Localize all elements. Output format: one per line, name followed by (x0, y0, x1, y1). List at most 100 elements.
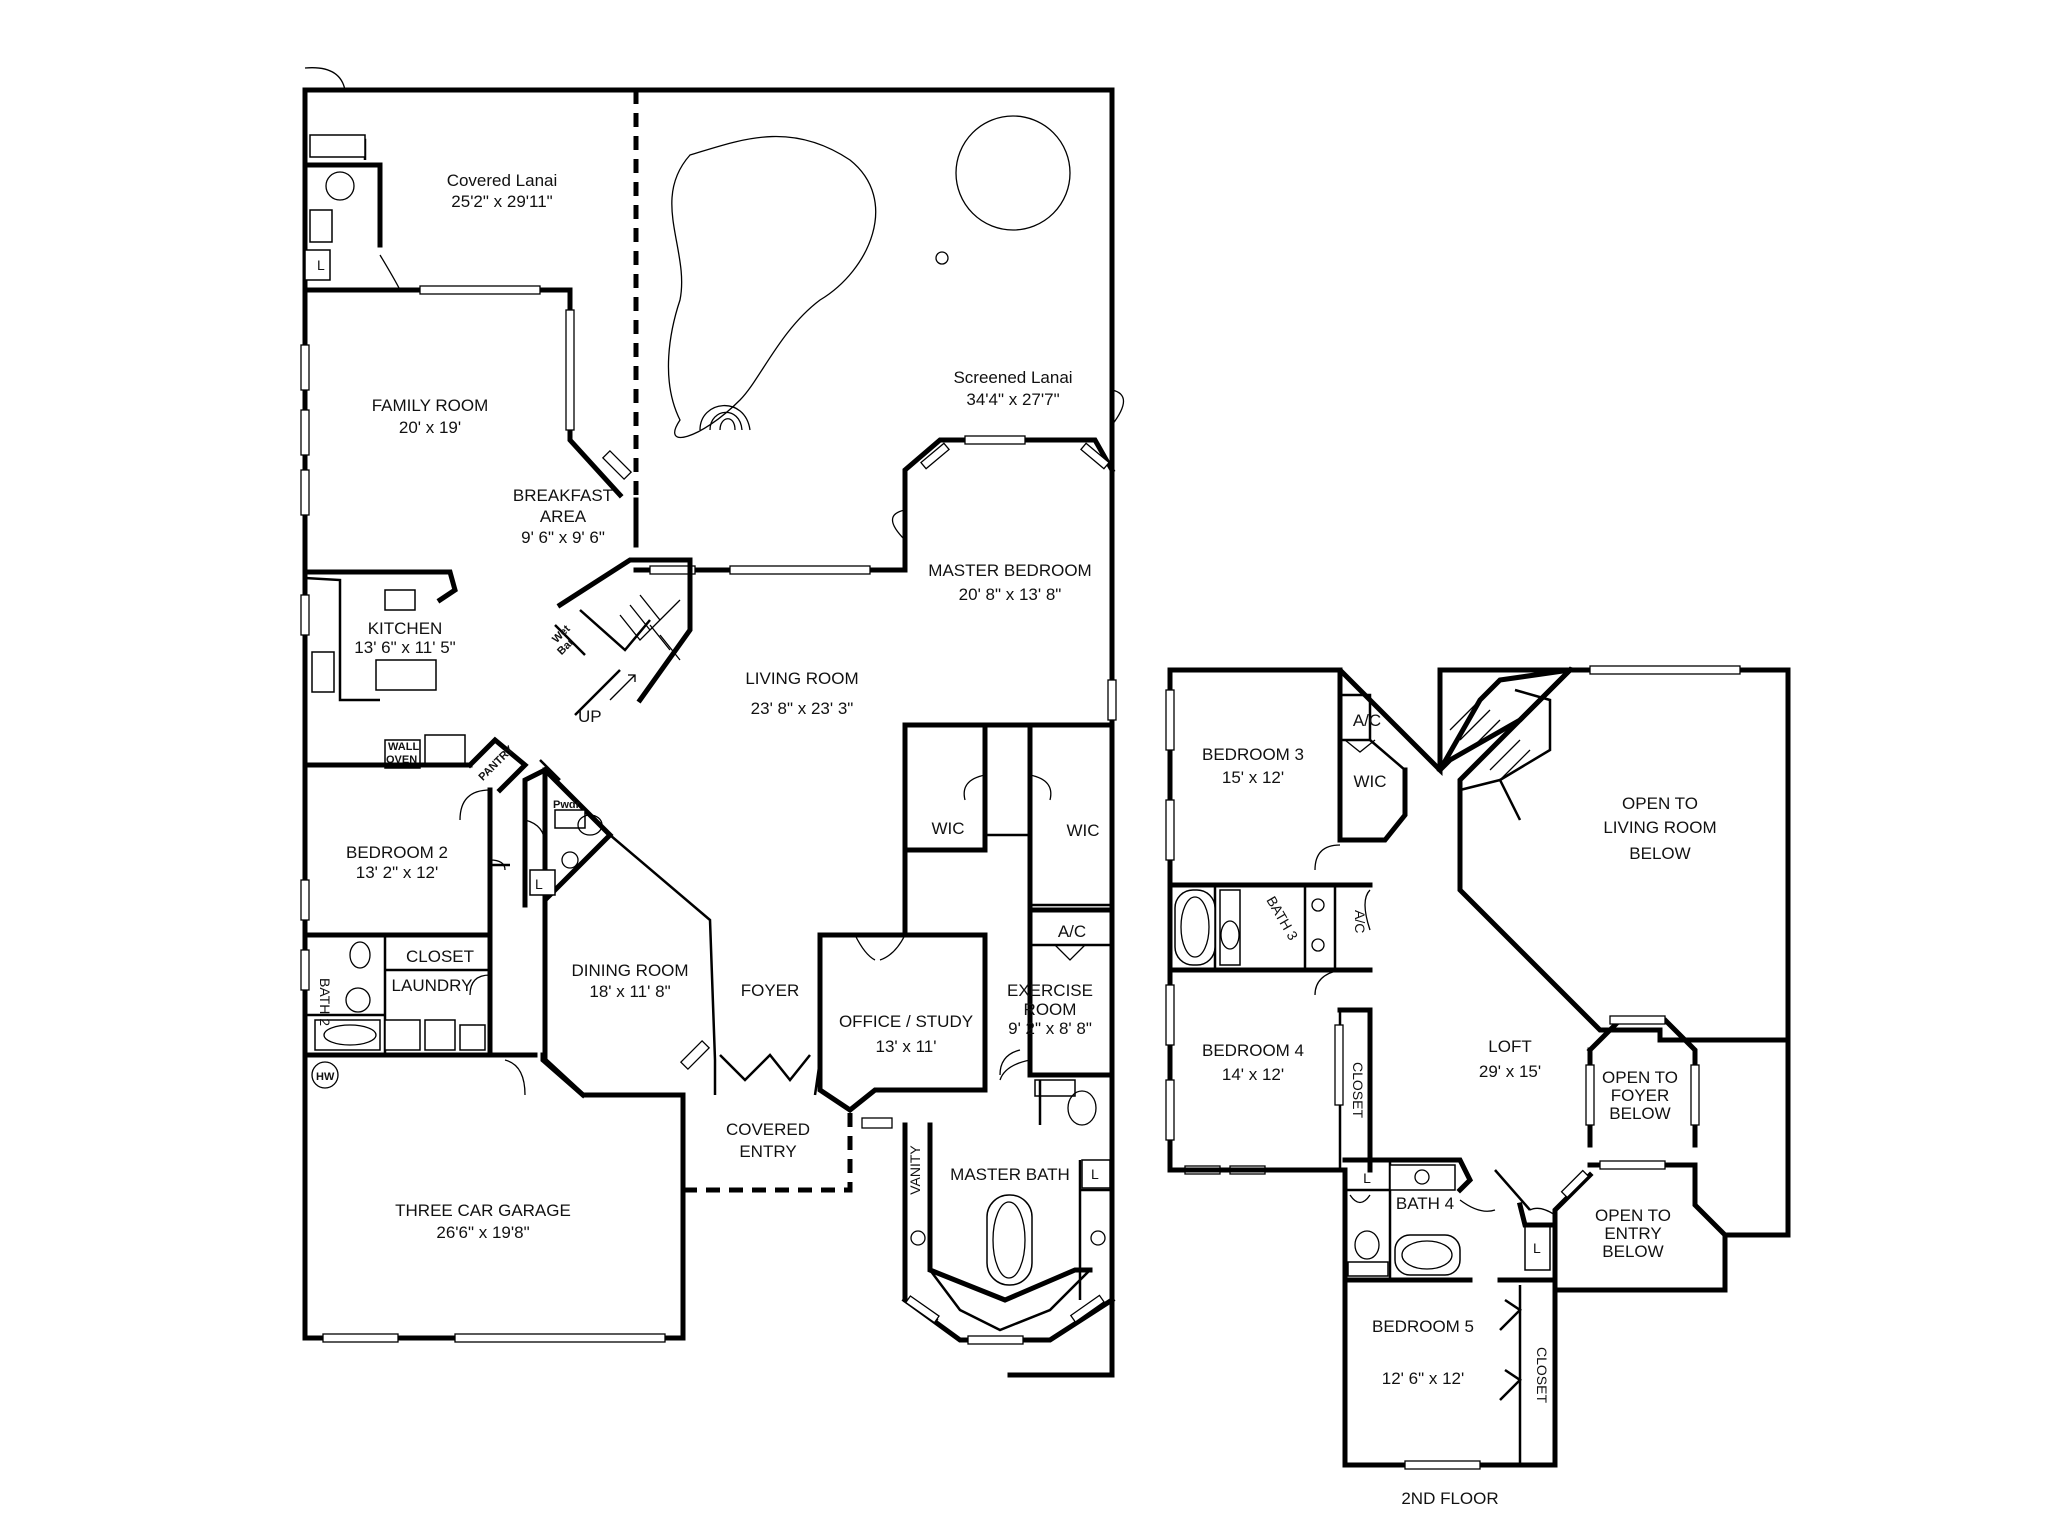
bedroom-4-window (1165, 1079, 1175, 1141)
wall-oven-line1: WALL (388, 741, 419, 753)
breakfast-area-name-2: AREA (540, 507, 587, 526)
master-bath-linen-label: L (1091, 1166, 1099, 1182)
water-heater-label: HW (316, 1071, 335, 1083)
loft-name: LOFT (1488, 1037, 1531, 1056)
loft-window (1589, 665, 1741, 675)
bath-2-label: BATH 2 (317, 978, 333, 1026)
entry-window (1599, 1160, 1666, 1170)
stair-up-label: UP (578, 707, 602, 726)
bedroom-3-wic-label: WIC (1353, 772, 1386, 791)
first-floor-plan: L L (300, 67, 1125, 1378)
garage-name: THREE CAR GARAGE (395, 1201, 571, 1220)
family-room-size: 20' x 19' (399, 418, 461, 437)
master-bedroom-window (964, 435, 1026, 445)
bedroom-2-name: BEDROOM 2 (346, 843, 448, 862)
covered-entry-line1: COVERED (726, 1120, 810, 1139)
bedroom-3-name: BEDROOM 3 (1202, 745, 1304, 764)
open-foyer-line3: BELOW (1609, 1104, 1670, 1123)
living-room-name: LIVING ROOM (745, 669, 858, 688)
upper-ac-label: A/C (1352, 910, 1368, 933)
exercise-room-line1: EXERCISE (1007, 981, 1093, 1000)
covered-lanai-size: 25'2" x 29'11" (451, 192, 552, 211)
exercise-room-line2: ROOM (1024, 1000, 1077, 1019)
dining-room-name: DINING ROOM (571, 961, 688, 980)
open-entry-line2: ENTRY (1604, 1224, 1661, 1243)
vanity-label: VANITY (907, 1145, 923, 1195)
upper-linen-label: L (1533, 1240, 1541, 1256)
powder-linen-label: L (535, 876, 543, 892)
entry-window (1560, 1169, 1590, 1199)
bath-2-window (300, 949, 310, 991)
open-living-line1: OPEN TO (1622, 794, 1698, 813)
living-room-window (729, 565, 871, 575)
bedroom-3-window (1165, 799, 1175, 861)
dining-window (679, 1039, 711, 1071)
master-bedroom-window (1080, 442, 1110, 470)
bedroom-4-size: 14' x 12' (1222, 1065, 1284, 1084)
bath-4-label: BATH 4 (1396, 1194, 1454, 1213)
open-foyer-line2: FOYER (1611, 1086, 1670, 1105)
ac-label: A/C (1058, 922, 1086, 941)
master-bath-window (967, 1335, 1024, 1345)
powder-label: Pwdr (553, 799, 581, 811)
office-window (861, 1117, 893, 1129)
foyer-label: FOYER (741, 981, 800, 1000)
covered-lanai-name: Covered Lanai (447, 171, 558, 190)
second-floor-title: 2ND FLOOR (1401, 1489, 1498, 1508)
kitchen-size: 13' 6" x 11' 5" (354, 638, 455, 657)
master-tub (986, 1194, 1033, 1286)
kitchen-island (375, 659, 437, 691)
pool (667, 115, 1071, 439)
bedroom-3-size: 15' x 12' (1222, 768, 1284, 787)
screened-lanai-size: 34'4" x 27'7" (966, 390, 1059, 409)
covered-entry-line2: ENTRY (739, 1142, 796, 1161)
closet-label: CLOSET (406, 947, 474, 966)
bedroom-3-window (1165, 689, 1175, 751)
master-bedroom-window (1107, 679, 1117, 721)
open-living-line3: BELOW (1629, 844, 1690, 863)
office-size: 13' x 11' (876, 1037, 937, 1056)
family-room-window (300, 344, 310, 391)
breakfast-area-size: 9' 6" x 9' 6" (521, 528, 605, 547)
kitchen-name: KITCHEN (368, 619, 443, 638)
master-bedroom-size: 20' 8" x 13' 8" (959, 585, 1062, 604)
bedroom-5-window (1404, 1460, 1481, 1470)
open-entry-line1: OPEN TO (1595, 1206, 1671, 1225)
bedroom-3-ac-label: A/C (1353, 711, 1381, 730)
garage-door (454, 1333, 666, 1343)
open-foyer-line1: OPEN TO (1602, 1068, 1678, 1087)
open-living-line2: LIVING ROOM (1603, 818, 1716, 837)
master-bath-window (1069, 1294, 1105, 1323)
foyer-window (1585, 1064, 1595, 1126)
master-bath-window (904, 1295, 940, 1324)
wic-left-label: WIC (931, 819, 964, 838)
dining-room-size: 18' x 11' 8" (589, 982, 670, 1001)
water-heater (311, 1061, 339, 1089)
family-room-window (565, 309, 575, 431)
master-bath-label: MASTER BATH (950, 1165, 1070, 1184)
laundry-label: LAUNDRY (392, 976, 473, 995)
bedroom-2-size: 13' 2" x 12' (356, 863, 438, 882)
bedroom-5-name: BEDROOM 5 (1372, 1317, 1474, 1336)
breakfast-area-name-1: BREAKFAST (513, 486, 613, 505)
bedroom-5-closet-label: CLOSET (1534, 1347, 1550, 1403)
living-room-window (649, 565, 696, 575)
foyer-window (1609, 1015, 1666, 1025)
family-room-window (419, 285, 541, 295)
stair-up-arrow (609, 674, 636, 701)
master-bedroom-window (920, 442, 950, 470)
bath-4-linen-label: L (1363, 1170, 1371, 1186)
bedroom-2-window (300, 879, 310, 921)
loft-size: 29' x 15' (1479, 1062, 1541, 1081)
garage-size: 26'6" x 19'8" (436, 1223, 529, 1242)
bedroom-4-name: BEDROOM 4 (1202, 1041, 1304, 1060)
screened-lanai-door-swing (1111, 389, 1125, 426)
bath-3-label: BATH 3 (1263, 893, 1301, 943)
kitchen-window (300, 594, 310, 636)
screened-lanai-name: Screened Lanai (953, 368, 1072, 387)
family-room-name: FAMILY ROOM (372, 396, 489, 415)
foyer-window (1690, 1064, 1700, 1126)
bedroom-4-closet-label: CLOSET (1350, 1062, 1366, 1118)
garage-door (322, 1333, 399, 1343)
